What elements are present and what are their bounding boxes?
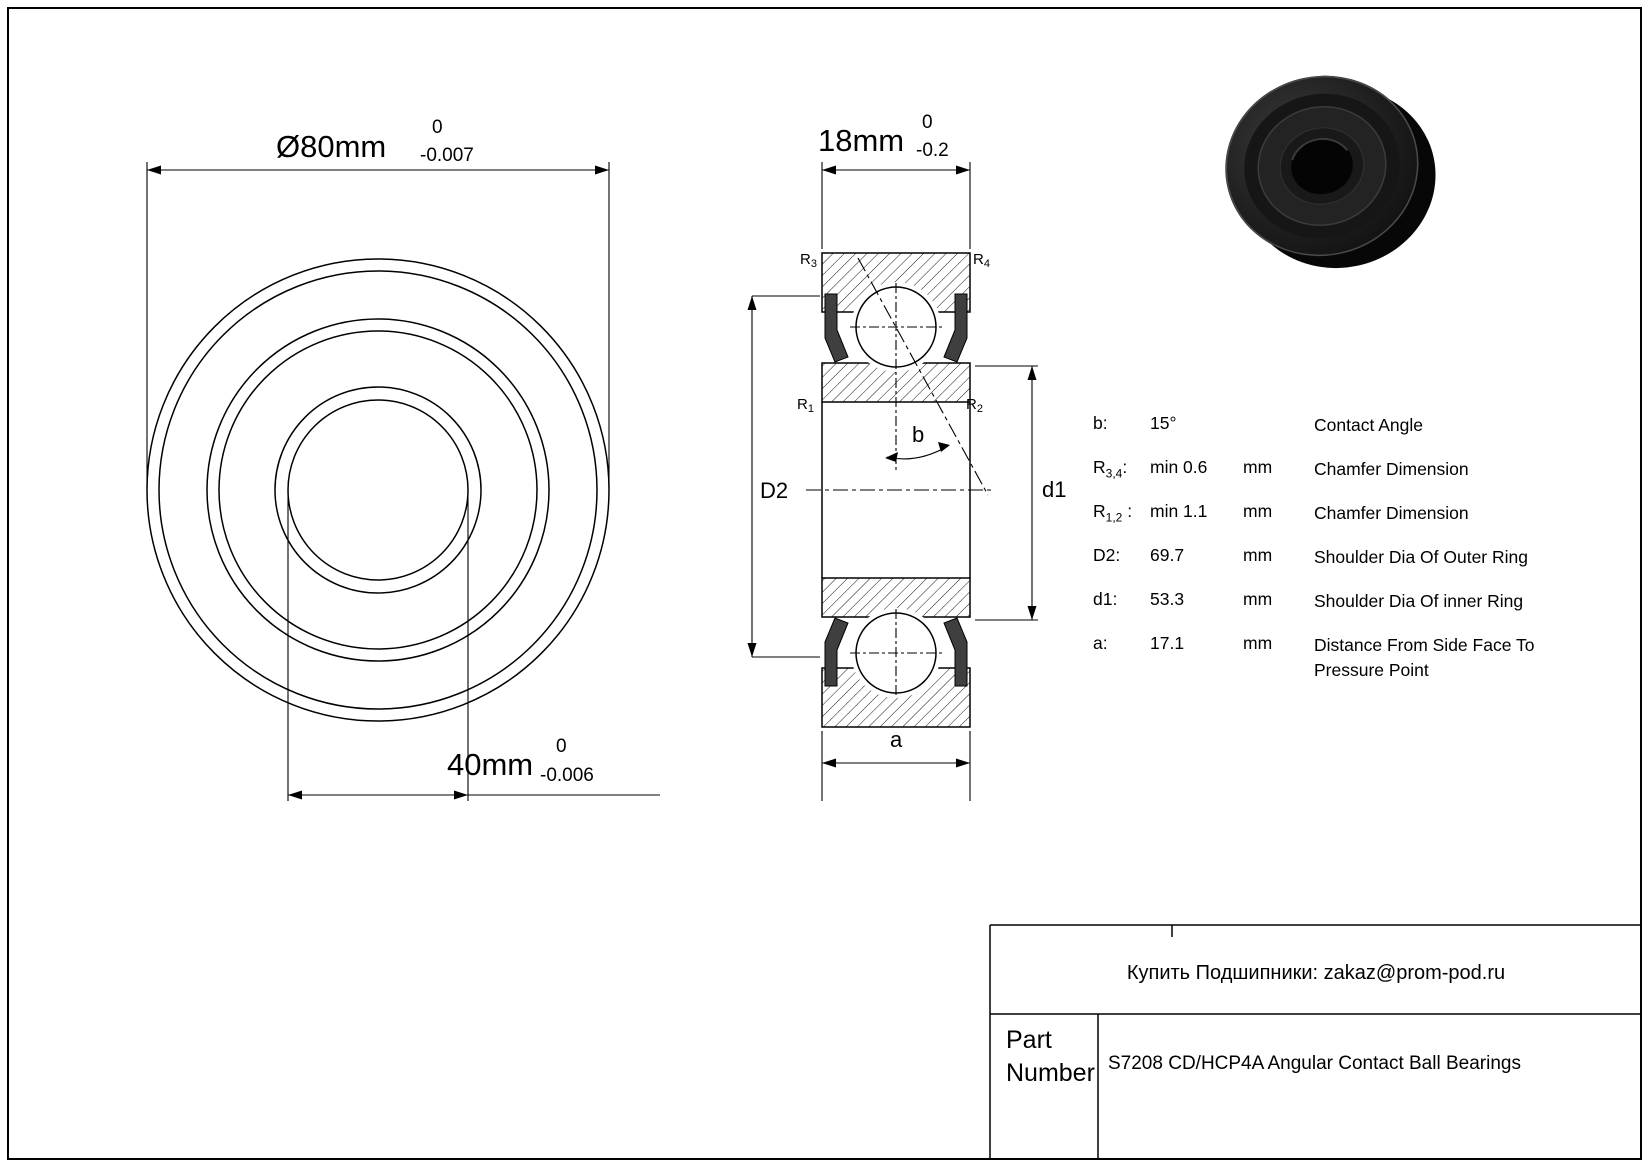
spec-param: d1: — [1093, 589, 1118, 609]
spec-row-d1: d1: 53.3 mm Shoulder Dia Of inner Ring — [1093, 589, 1552, 633]
spec-value: 15° — [1150, 413, 1177, 433]
d2-label: D2 — [760, 478, 788, 503]
spec-desc: Chamfer Dimension — [1314, 503, 1469, 523]
d2-dimension: D2 — [747, 295, 820, 658]
front-view: Ø80mm 0 -0.007 40mm 0 -0.006 — [146, 117, 660, 801]
part-number-label: Part Number — [1006, 1024, 1095, 1090]
seal-lower-right — [943, 617, 968, 687]
title-block-frame — [989, 924, 1641, 1159]
spec-param: D2: — [1093, 545, 1121, 565]
spec-desc: Distance From Side Face To Pressure Poin… — [1314, 635, 1535, 680]
outer-diameter-tol-lower: -0.007 — [420, 145, 474, 166]
spec-param: R3,4: — [1093, 457, 1128, 481]
a-label: a — [890, 727, 903, 752]
chamfer-label-r2: R2 — [966, 396, 983, 415]
spec-desc: Shoulder Dia Of Outer Ring — [1314, 547, 1528, 567]
spec-row-chamfer-12: R1,2 : min 1.1 mm Chamfer Dimension — [1093, 501, 1552, 545]
a-dimension: a — [821, 727, 971, 801]
spec-table: b: 15° Contact Angle R3,4: min 0.6 mm Ch… — [1093, 413, 1552, 683]
spec-desc: Contact Angle — [1314, 415, 1423, 435]
seal-upper-left — [824, 293, 849, 363]
bore-diameter-text: 40mm — [447, 747, 533, 782]
spec-param: a: — [1093, 633, 1108, 653]
bore-diameter-tol-upper: 0 — [556, 736, 567, 757]
outer-ring-shoulder-circle — [206, 318, 550, 662]
bore-diameter-dimension: 40mm 0 -0.006 — [287, 497, 660, 801]
spec-value: 53.3 — [1150, 589, 1185, 609]
spec-row-chamfer-34: R3,4: min 0.6 mm Chamfer Dimension — [1093, 457, 1552, 501]
b-label: b — [912, 422, 924, 447]
seal-upper-right — [943, 293, 968, 363]
chamfer-label-r1: R1 — [797, 396, 814, 415]
page-border — [7, 7, 1642, 1160]
chamfer-label-r3: R3 — [800, 251, 817, 270]
spec-unit: mm — [1243, 501, 1273, 521]
spec-unit: mm — [1243, 633, 1273, 653]
width-tol-upper: 0 — [922, 112, 933, 133]
seller-contact-line: Купить Подшипники: zakaz@prom-pod.ru — [1126, 962, 1506, 984]
spec-row-a: a: 17.1 mm Distance From Side Face To Pr… — [1093, 633, 1552, 683]
b-angle-annotation: b — [885, 422, 950, 462]
spec-desc: Chamfer Dimension — [1314, 459, 1469, 479]
section-view: 18mm 0 -0.2 D2 d1 — [747, 112, 1066, 801]
spec-value: min 0.6 — [1150, 457, 1208, 477]
width-text: 18mm — [818, 123, 904, 158]
part-number-value: S7208 CD/HCP4A Angular Contact Ball Bear… — [1108, 1053, 1521, 1074]
spec-value: 69.7 — [1150, 545, 1185, 565]
outer-diameter-dimension: Ø80mm 0 -0.007 — [146, 117, 610, 487]
spec-desc: Shoulder Dia Of inner Ring — [1314, 591, 1524, 611]
spec-param: R1,2 : — [1093, 501, 1133, 525]
outer-ring-chamfer-circle — [158, 270, 598, 710]
bearing-photo — [1225, 75, 1436, 269]
width-dimension: 18mm 0 -0.2 — [818, 112, 971, 249]
contact-angle-line — [857, 257, 989, 496]
d1-label: d1 — [1042, 477, 1066, 502]
width-tol-lower: -0.2 — [916, 140, 949, 161]
spec-param: b: — [1093, 413, 1108, 433]
chamfer-label-r4: R4 — [973, 251, 990, 270]
spec-unit: mm — [1243, 457, 1273, 477]
bore-diameter-tol-lower: -0.006 — [540, 765, 594, 786]
seal-circle — [218, 330, 538, 650]
d1-dimension: d1 — [975, 365, 1066, 621]
spec-row-contact-angle: b: 15° Contact Angle — [1093, 413, 1552, 457]
bearing-bore — [1291, 137, 1353, 195]
seal-lower-left — [824, 617, 849, 687]
spec-row-d2: D2: 69.7 mm Shoulder Dia Of Outer Ring — [1093, 545, 1552, 589]
outer-diameter-text: Ø80mm — [276, 129, 386, 164]
inner-ring-shoulder-circle — [274, 386, 482, 594]
spec-value: 17.1 — [1150, 633, 1185, 653]
bore-circle — [287, 399, 469, 581]
spec-unit: mm — [1243, 545, 1273, 565]
part-number-label-line1: Part — [1006, 1026, 1052, 1054]
spec-unit: mm — [1243, 589, 1273, 609]
spec-value: min 1.1 — [1150, 501, 1208, 521]
outer-ring-outer-circle — [146, 258, 610, 722]
outer-diameter-tol-upper: 0 — [432, 117, 443, 138]
part-number-label-line2: Number — [1006, 1059, 1095, 1087]
